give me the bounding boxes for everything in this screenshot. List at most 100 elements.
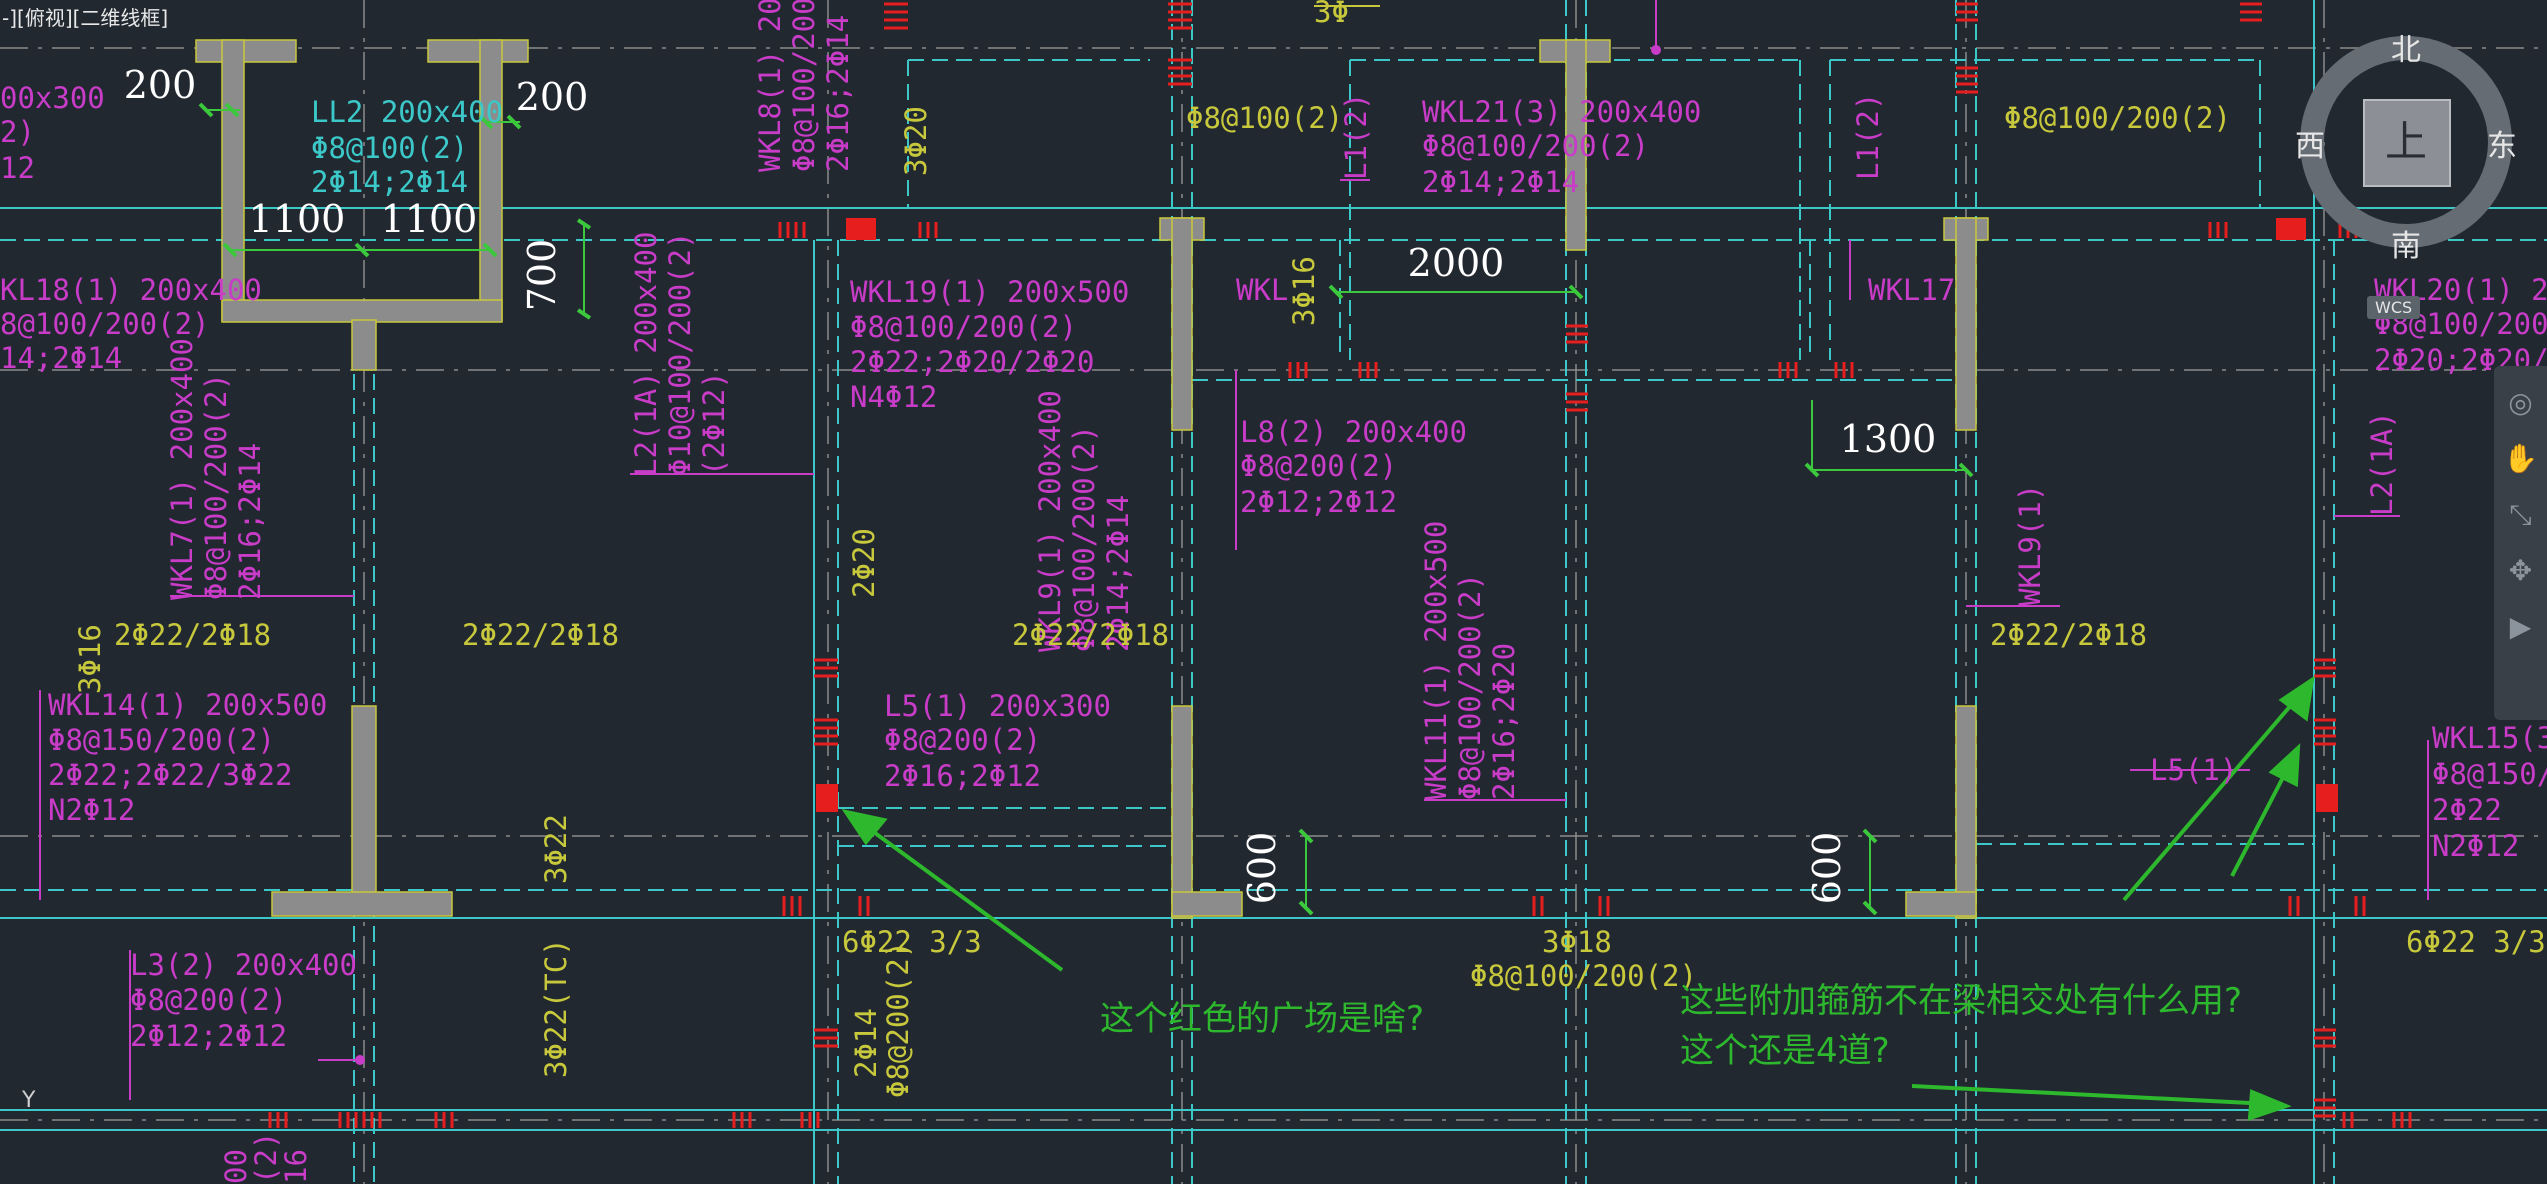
beam-label-tl2: 2) [0,115,35,149]
beam-label-l8a: L8(2) 200x400 [1240,415,1467,449]
beam-label-y3p20a: 3Φ20 [899,106,933,176]
comment-text-q2: 这些附加箍筋不在梁相交处有什么用? [1680,981,2242,1021]
beam-label-wkl18c: 14;2Φ14 [0,341,122,375]
viewcube-top-face[interactable] [2363,99,2451,187]
beam-label-wkl8b: Φ8@100/200 [787,0,821,172]
beam-label-wkl11c: 2Φ16;2Φ20 [1487,643,1521,800]
beam-label-wkl9a: WKL9(1) 200x400 [1033,390,1067,652]
beam-label-l21ab: Φ10@100/200(2) [663,232,697,476]
beam-label-wkl7c: 2Φ16;2Φ14 [233,443,267,600]
beam-label-wkl15d: N2Φ12 [2432,829,2519,863]
beam-label-botl1: 00 [219,1149,253,1184]
dimension-text-d600a: 600 [1240,832,1284,905]
beam-label-wkl11b: Φ8@100/200(2) [1453,573,1487,800]
beam-label-wkl8a: WKL8(1) 200 [753,0,787,172]
dimension-text-layer: 200 200 1100 1100 700 2000 1300 600 600 [124,63,1937,904]
comment-text-q3: 这个还是4道? [1680,1031,1890,1071]
pan-icon[interactable]: ✋ [2503,442,2538,475]
beam-label-y3p16a: 3Φ16 [1287,256,1321,326]
beam-label-y3p22tc: 3Φ22(TC) [539,938,573,1078]
beam-label-l5b: Φ8@200(2) [884,723,1041,757]
beam-label-wkl9c: 2Φ14;2Φ14 [1101,495,1135,652]
columns [195,39,1989,919]
dimension-text-d200b: 200 [516,75,589,119]
viewcube[interactable]: 上 北 南 西 东 [2295,33,2517,264]
beam-label-wkl9r: WKL9(1) [2013,484,2047,606]
dimension-ticks [198,102,1974,916]
beam-label-ll2a: LL2 200x400 [311,95,503,129]
stirrup-marks [268,2,2412,1128]
beam-label-wkl15a: WKL15(3 [2432,721,2547,755]
viewcube-south[interactable]: 南 [2391,229,2421,264]
annotations-layer: 这个红色的广场是啥? 这些附加箍筋不在梁相交处有什么用? 这个还是4道? [1100,981,2242,1071]
beam-label-wkl14d: N2Φ12 [48,793,135,827]
dimension-text-d2000: 2000 [1408,241,1505,285]
beam-label-yst2: Φ8@100/200(2) [2004,101,2231,135]
dimension-text-d1100b: 1100 [381,197,478,241]
beam-label-l51r: L5(1) [2150,753,2237,787]
beam-label-wkl19c: 2Φ22;2Φ20/2Φ20 [850,345,1094,379]
beam-label-wkl21a: WKL21(3) 200x400 [1422,95,1701,129]
dimension-text-d1100a: 1100 [249,197,346,241]
beam-label-l21ar: L2(1A) [2365,411,2399,516]
zoom-icon[interactable]: ⤡ [2509,498,2532,531]
beam-label-y2p22a: 2Φ22/2Φ18 [114,618,271,652]
beam-label-tl1: 00x300 [0,81,105,115]
beam-label-wkl17: WKL17 [1868,273,1955,307]
beam-label-y3p22a: 3Φ22 [539,814,573,884]
beam-label-ytop1: 3Φ [1314,0,1349,29]
dimension-text-d600b: 600 [1805,832,1849,905]
beam-label-wkl8c: 2Φ16;2Φ14 [821,15,855,172]
beam-label-yst1: Φ8@100(2) [1186,101,1343,135]
dimension-text-d200a: 200 [124,63,197,107]
leader-lines [39,0,2429,1100]
comment-text-q1: 这个红色的广场是啥? [1100,999,1424,1039]
beam-label-l5c: 2Φ16;2Φ12 [884,759,1041,793]
beam-label-wkl7b: Φ8@100/200(2) [199,373,233,600]
beam-label-yst3: Φ8@100/200(2) [1470,959,1697,993]
beam-label-y2p22c: 2Φ22/2Φ18 [1012,618,1169,652]
showmotion-icon[interactable]: ▶ [2509,610,2532,643]
beam-label-wklmid: WKL [1236,273,1288,307]
beam-label-y3p16b: 3Φ16 [73,624,107,694]
beam-label-yst4: Φ8@200(2) [881,941,915,1098]
beam-label-y2p22d: 2Φ22/2Φ18 [1990,618,2147,652]
dimension-lines [206,109,1966,908]
beam-label-l32a: L3(2) 200x400 [130,948,357,982]
steering-wheel-icon[interactable]: ◎ [2508,386,2533,419]
viewcube-west[interactable]: 西 [2295,129,2325,164]
navigation-bar[interactable]: ◎ ✋ ⤡ ✥ ▶ [2494,366,2547,720]
viewcube-north[interactable]: 北 [2391,33,2421,68]
beam-label-wkl15b: Φ8@150/ [2432,757,2547,791]
ucs-icon: Y [22,1088,36,1113]
beam-label-ll2c: 2Φ14;2Φ14 [311,165,468,199]
beam-label-wkl21c: 2Φ14;2Φ14 [1422,165,1579,199]
beam-label-l5a: L5(1) 200x300 [884,689,1111,723]
viewport-label[interactable]: -][俯视][二维线框] [2,6,169,30]
beam-label-wkl14c: 2Φ22;2Φ22/3Φ22 [48,758,292,792]
beam-label-wkl15c: 2Φ22 [2432,793,2502,827]
beam-label-l21ac: (2Φ12) [697,371,731,476]
beam-label-y6p22b: 6Φ22 3/3 [2406,925,2546,959]
beam-label-wkl21b: Φ8@100/200(2) [1422,129,1649,163]
dimension-text-d700: 700 [520,239,564,312]
viewcube-center-label: 上 [2385,117,2427,166]
dimension-text-d1300: 1300 [1840,417,1937,461]
viewcube-east[interactable]: 东 [2487,129,2517,164]
wcs-button[interactable]: WCS [2367,296,2421,319]
beam-label-wkl11a: WKL11(1) 200x500 [1419,521,1453,800]
comment-arrows [841,675,2315,1121]
orbit-icon[interactable]: ✥ [2508,554,2533,587]
red-blocks [816,218,2338,812]
beam-label-l12b: L1(2) [1851,93,1885,180]
beam-label-wkl7a: WKL7(1) 200x400 [165,338,199,600]
beam-label-l21aa: L2(1A) 200x400 [629,232,663,476]
beam-label-botl2: (2) [249,1132,283,1184]
beam-label-botl3: 16 [279,1149,313,1184]
beam-label-ll2b: Φ8@100(2) [311,131,468,165]
beam-label-y2p14: 2Φ14 [849,1008,883,1078]
beam-label-wkl18a: KL18(1) 200x400 [0,273,262,307]
beam-label-y3p18: 3Φ18 [1542,925,1612,959]
